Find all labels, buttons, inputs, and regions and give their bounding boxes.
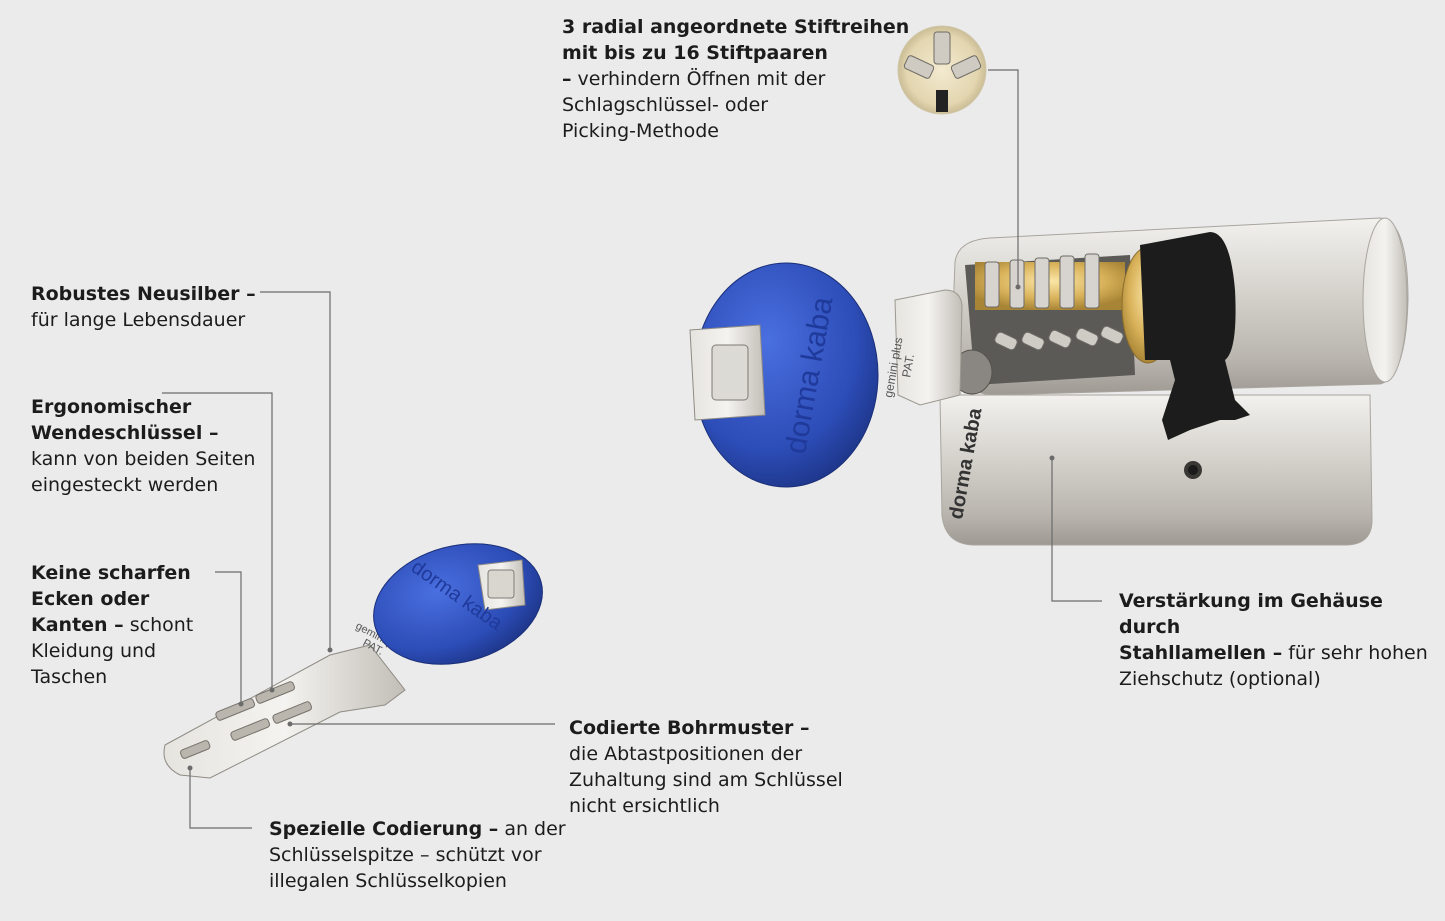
pins-lead: –: [562, 68, 572, 90]
pins-rest-1: verhindern Öffnen mit der: [571, 68, 826, 90]
edges-rest-2: Taschen: [31, 666, 108, 688]
steel-bold-1: Verstärkung im Gehäuse durch: [1119, 590, 1383, 638]
pins-bold-1: 3 radial angeordnete Stiftreihen: [562, 16, 910, 38]
pin-detail-inset: [897, 25, 987, 115]
silver-rest: für lange Lebensdauer: [31, 309, 246, 331]
steel-inline-rest: für sehr hohen: [1282, 642, 1428, 664]
edges-rest-1: Kleidung und: [31, 640, 157, 662]
edges-inline-rest: schont: [123, 614, 194, 636]
drill-rest-2: Zuhaltung sind am Schlüssel: [569, 769, 843, 791]
callout-nickel-silver: Robustes Neusilber – für lange Lebensdau…: [31, 281, 256, 333]
lock-cylinder-illustration: dorma kaba gemini plus PAT. dorma kaba: [689, 217, 1409, 546]
ergo-bold-2: Wendeschlüssel –: [31, 422, 219, 444]
callout-special-coding: Spezielle Codierung – an der Schlüsselsp…: [269, 816, 566, 894]
coding-rest-1: Schlüsselspitze – schützt vor: [269, 844, 542, 866]
key-pat-text-large: PAT.: [899, 353, 917, 379]
callout-steel-reinforcement: Verstärkung im Gehäuse durch Stahllamell…: [1119, 588, 1445, 692]
ergo-rest-1: kann von beiden Seiten: [31, 448, 256, 470]
key-illustration: gemini plus PAT. dorma kaba: [163, 543, 543, 779]
ergo-bold-1: Ergonomischer: [31, 396, 192, 418]
drill-bold: Codierte Bohrmuster –: [569, 717, 810, 739]
silver-bold: Robustes Neusilber –: [31, 283, 256, 305]
pins-bold-2: mit bis zu 16 Stiftpaaren: [562, 42, 828, 64]
pins-rest-2: Schlagschlüssel- oder: [562, 94, 769, 116]
coding-rest-2: illegalen Schlüsselkopien: [269, 870, 507, 892]
callout-coded-drill-pattern: Codierte Bohrmuster – die Abtastposition…: [569, 715, 843, 819]
callout-radial-pins: 3 radial angeordnete Stiftreihen mit bis…: [562, 14, 909, 144]
edges-bold-3: Kanten –: [31, 614, 124, 636]
edges-bold-1: Keine scharfen: [31, 562, 191, 584]
drill-rest-1: die Abtastpositionen der: [569, 743, 803, 765]
ergo-rest-2: eingesteckt werden: [31, 474, 219, 496]
edges-bold-2: Ecken oder: [31, 588, 150, 610]
steel-bold-2: Stahllamellen –: [1119, 642, 1283, 664]
coding-inline-rest: an der: [498, 818, 566, 840]
leader-lines: [162, 69, 1102, 829]
callout-reversible-key: Ergonomischer Wendeschlüssel – kann von …: [31, 394, 255, 498]
pins-rest-3: Picking-Methode: [562, 120, 719, 142]
drill-rest-3: nicht ersichtlich: [569, 795, 720, 817]
leader-dots: [187, 284, 1055, 771]
steel-rest-1: Ziehschutz (optional): [1119, 668, 1321, 690]
coding-bold: Spezielle Codierung –: [269, 818, 499, 840]
callout-no-sharp-edges: Keine scharfen Ecken oder Kanten – schon…: [31, 560, 193, 690]
